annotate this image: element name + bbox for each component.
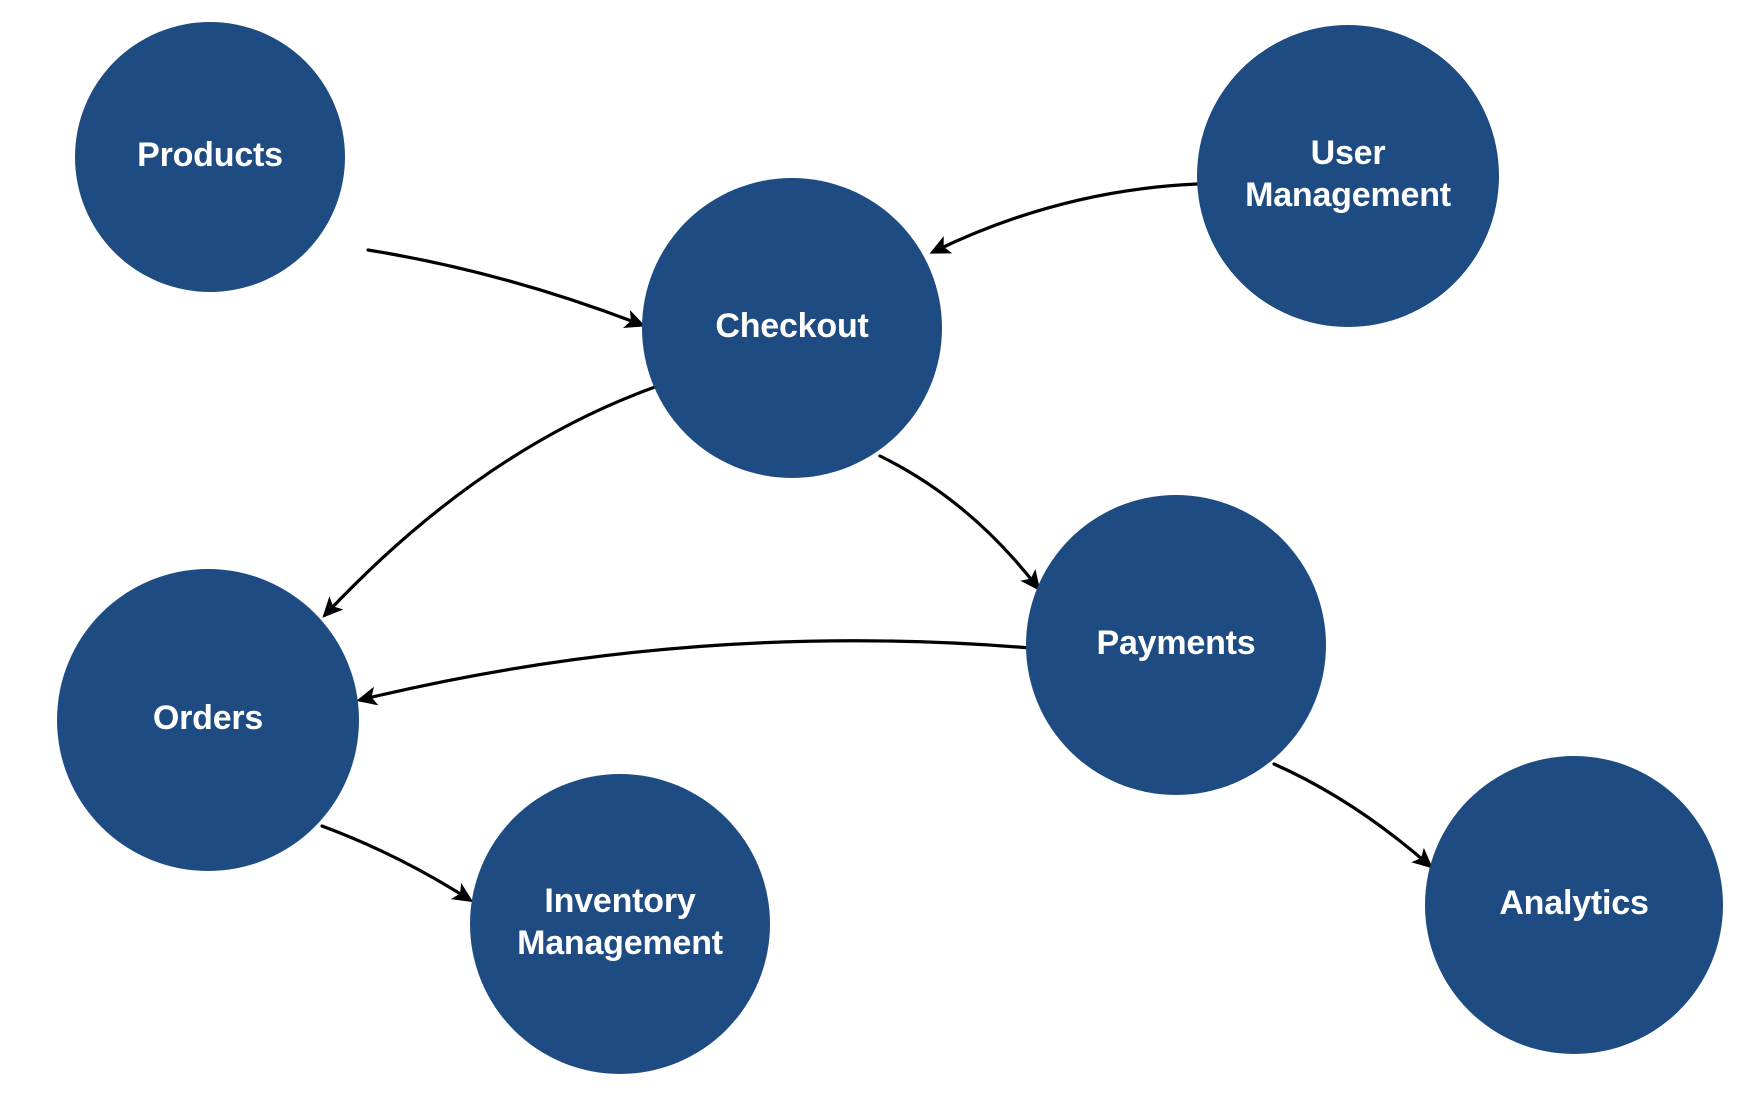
edge-payments-to-orders [356, 639, 1032, 706]
node-label-analytics: Analytics [1499, 884, 1648, 922]
edge-checkout-to-orders [322, 385, 657, 618]
node-orders[interactable]: Orders [57, 569, 359, 871]
node-label-line: Management [517, 924, 723, 962]
node-shape-analytics[interactable] [1425, 756, 1723, 1054]
node-checkout[interactable]: Checkout [642, 178, 942, 478]
node-label-line: User [1311, 134, 1386, 172]
node-label-products: Products [137, 136, 283, 174]
node-shape-user_management[interactable] [1197, 25, 1499, 327]
node-label-checkout: Checkout [715, 307, 868, 345]
edge-user-management-to-checkout [929, 182, 1199, 254]
node-label-line: Inventory [544, 882, 696, 920]
edge-products-to-checkout [366, 248, 646, 328]
edge-orders-to-inventory-management [320, 824, 474, 903]
edges-layer [320, 182, 1433, 903]
node-label-line: Analytics [1499, 884, 1648, 922]
node-analytics[interactable]: Analytics [1425, 756, 1723, 1054]
node-label-line: Products [137, 136, 283, 174]
node-label-line: Management [1245, 176, 1451, 214]
node-label-payments: Payments [1096, 624, 1255, 662]
node-shape-products[interactable] [75, 22, 345, 292]
node-label-line: Payments [1096, 624, 1255, 662]
node-products[interactable]: Products [75, 22, 345, 292]
edge-payments-to-analytics [1272, 762, 1433, 869]
node-label-line: Checkout [715, 307, 868, 345]
node-payments[interactable]: Payments [1026, 495, 1326, 795]
edge-checkout-to-payments [878, 454, 1041, 592]
node-shape-checkout[interactable] [642, 178, 942, 478]
node-shape-orders[interactable] [57, 569, 359, 871]
node-shape-inventory_management[interactable] [470, 774, 770, 1074]
node-label-orders: Orders [153, 699, 263, 737]
node-label-line: Orders [153, 699, 263, 737]
node-shape-payments[interactable] [1026, 495, 1326, 795]
